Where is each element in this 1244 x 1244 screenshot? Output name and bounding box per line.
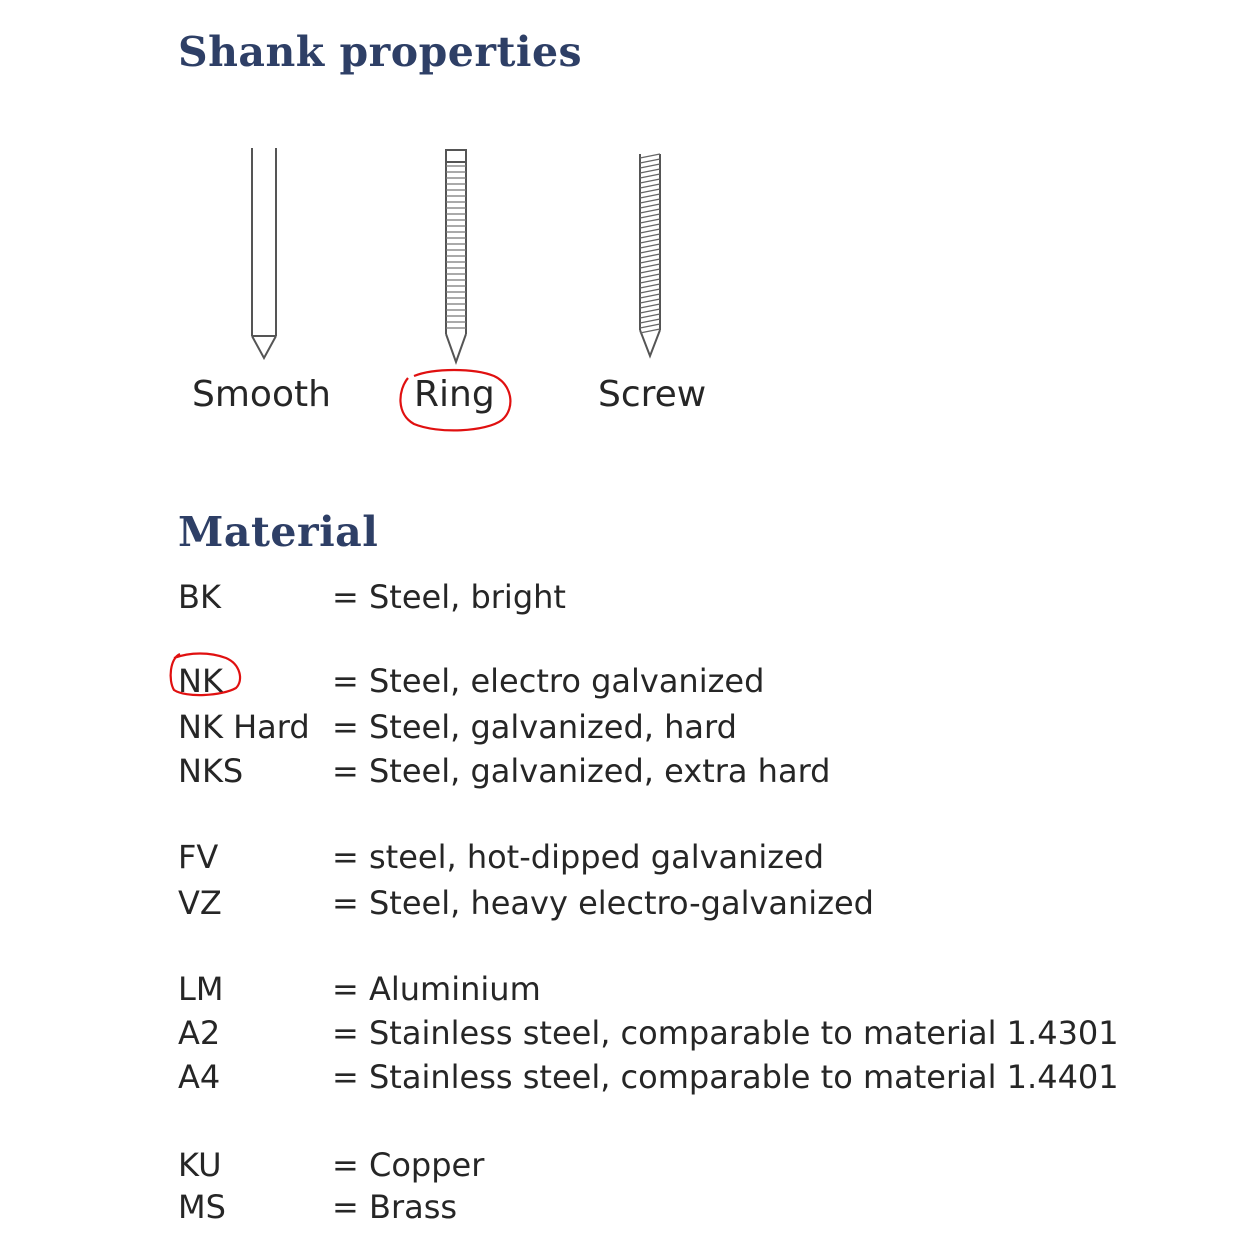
material-code: A2 [178,1014,221,1052]
material-heading: Material [178,508,379,556]
material-code: NK [178,662,223,700]
shank-properties-heading: Shank properties [178,28,583,76]
shank-label-screw: Screw [598,374,707,415]
material-code: NK Hard [178,708,310,746]
material-description: = Aluminium [332,970,541,1008]
material-description: = Stainless steel, comparable to materia… [332,1058,1119,1096]
material-code: LM [178,970,224,1008]
material-description: = Steel, galvanized, extra hard [332,752,831,790]
material-description: = Steel, electro galvanized [332,662,765,700]
material-description: = Brass [332,1188,458,1226]
material-description: = steel, hot-dipped galvanized [332,838,825,876]
material-code: NKS [178,752,244,790]
smooth-nail-icon [251,148,277,360]
ring-nail-icon [445,149,467,365]
material-code: BK [178,578,221,616]
material-description: = Steel, heavy electro-galvanized [332,884,874,922]
material-description: = Steel, bright [332,578,566,616]
material-description: = Stainless steel, comparable to materia… [332,1014,1119,1052]
material-code: KU [178,1146,222,1184]
shank-label-smooth: Smooth [192,374,331,415]
shank-label-ring: Ring [414,374,495,415]
material-description: = Steel, galvanized, hard [332,708,737,746]
screw-nail-icon [639,153,661,359]
material-code: FV [178,838,219,876]
material-code: VZ [178,884,222,922]
material-code: A4 [178,1058,221,1096]
material-code: MS [178,1188,226,1226]
material-description: = Copper [332,1146,485,1184]
